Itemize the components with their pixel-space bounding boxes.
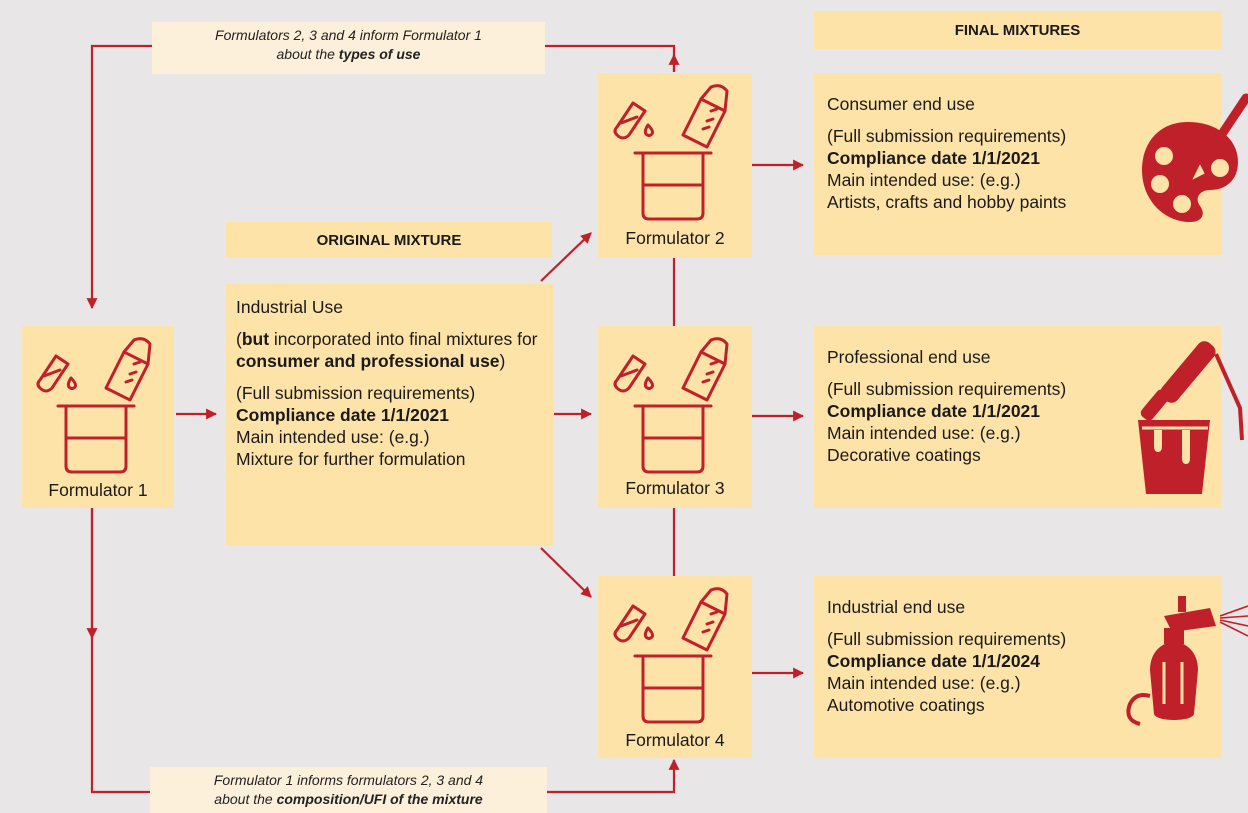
lab-equipment-icon (36, 337, 152, 474)
original-use: Industrial Use (236, 297, 343, 317)
formulator-3-box: Formulator 3 (598, 326, 752, 508)
lab-equipment-icon (613, 84, 729, 221)
formulator-1-label: Formulator 1 (48, 480, 148, 500)
formulator-2-box: Formulator 2 (598, 73, 752, 258)
paint-roller-icon (1138, 341, 1244, 494)
formulator-3-label: Formulator 3 (625, 478, 725, 498)
original-mixture-box: Industrial Use (but incorporated into fi… (226, 284, 554, 546)
formulator-4-label: Formulator 4 (625, 730, 725, 750)
lab-equipment-icon (613, 337, 729, 474)
original-to-f2-arrow (540, 232, 592, 282)
top-note: Formulators 2, 3 and 4 inform Formulator… (152, 22, 545, 74)
original-example: Mixture for further formulation (236, 449, 466, 469)
original-requirements: (Full submission requirements) (236, 383, 476, 403)
formulator-4-box: Formulator 4 (598, 576, 752, 758)
original-mixture-header: ORIGINAL MIXTURE (226, 222, 552, 258)
bottom-note: Formulator 1 informs formulators 2, 3 an… (150, 767, 547, 813)
lab-equipment-icon (613, 587, 729, 724)
final-mixtures-header: FINAL MIXTURES (814, 11, 1221, 49)
original-intended-use: Main intended use: (e.g.) (236, 427, 430, 447)
top-feedback-arrow (86, 44, 676, 310)
formulator-1-box: Formulator 1 (22, 326, 174, 508)
original-compliance-date: Compliance date 1/1/2021 (236, 405, 450, 425)
original-to-f4-arrow (540, 547, 592, 598)
original-note: (but incorporated into final mixtures fo… (236, 329, 538, 371)
bottom-info-arrow (90, 508, 680, 794)
spray-gun-icon (1126, 596, 1248, 726)
formulator-2-label: Formulator 2 (625, 228, 725, 248)
palette-icon (1142, 93, 1248, 222)
